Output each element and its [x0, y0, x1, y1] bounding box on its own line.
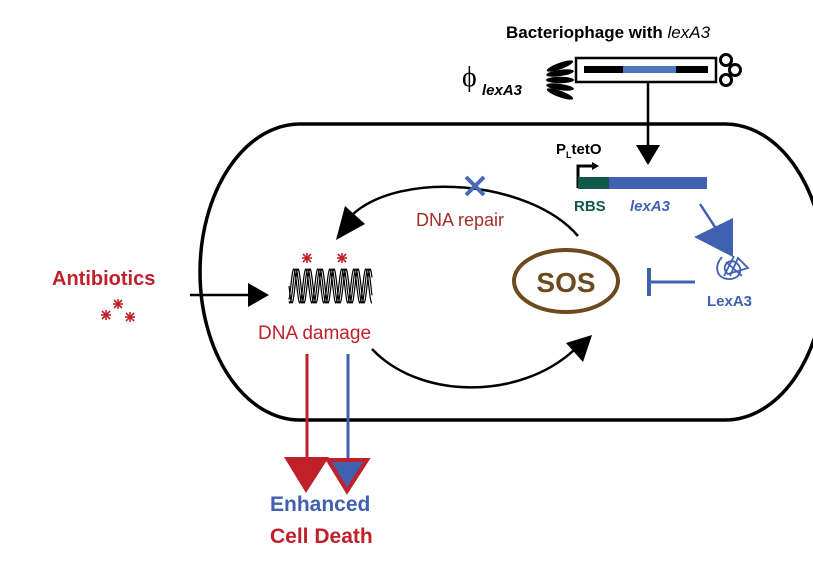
damage-to-sos-arrowhead — [566, 335, 592, 362]
dna-repair-arrowhead — [336, 206, 365, 240]
phage-lexa3-insert — [623, 66, 676, 73]
repair-blocked-x-icon — [464, 175, 486, 197]
rbs-segment — [578, 177, 609, 189]
expression-arrowhead — [694, 218, 733, 257]
outcome-label-line2: Cell Death — [270, 525, 373, 548]
lexa3-gene-segment — [609, 177, 707, 189]
promoter-arrowhead — [592, 162, 599, 170]
red-death-arrowhead — [284, 457, 329, 493]
rbs-label: RBS — [574, 198, 606, 215]
lexa3-gene-label: lexA3 — [630, 198, 671, 215]
promoter-label: PLtetO — [556, 141, 602, 160]
outcome-label-line1: Enhanced — [270, 493, 370, 516]
antibiotics-arrowhead — [248, 283, 269, 307]
dna-damage-label: DNA damage — [258, 323, 371, 344]
antibiotic-molecules-icon — [101, 299, 135, 322]
phage-title: Bacteriophage with lexA3 — [506, 23, 711, 42]
dna-helix-icon — [288, 268, 373, 304]
phage-head-circles — [719, 53, 742, 87]
damage-to-sos-arc — [371, 348, 575, 389]
blue-death-arrowhead — [324, 458, 371, 495]
lexa3-protein-label: LexA3 — [707, 293, 752, 310]
phage-tail-fibers — [546, 60, 574, 100]
phage-injection-arrowhead — [636, 145, 660, 165]
antibiotics-label: Antibiotics — [52, 268, 155, 290]
phage-phi-symbol: ϕ — [462, 62, 477, 93]
phage-phi-subscript: lexA3 — [482, 82, 523, 99]
cell-membrane — [198, 122, 813, 422]
dna-lesion-icon — [302, 253, 347, 263]
dna-repair-arc — [351, 185, 579, 237]
sos-label: SOS — [536, 267, 595, 298]
dna-repair-label: DNA repair — [416, 210, 504, 230]
lexa3-protein-icon — [716, 255, 750, 280]
sos-ellipse — [512, 248, 620, 314]
bacteriophage — [546, 53, 742, 100]
expression-arrow-line — [698, 203, 719, 231]
